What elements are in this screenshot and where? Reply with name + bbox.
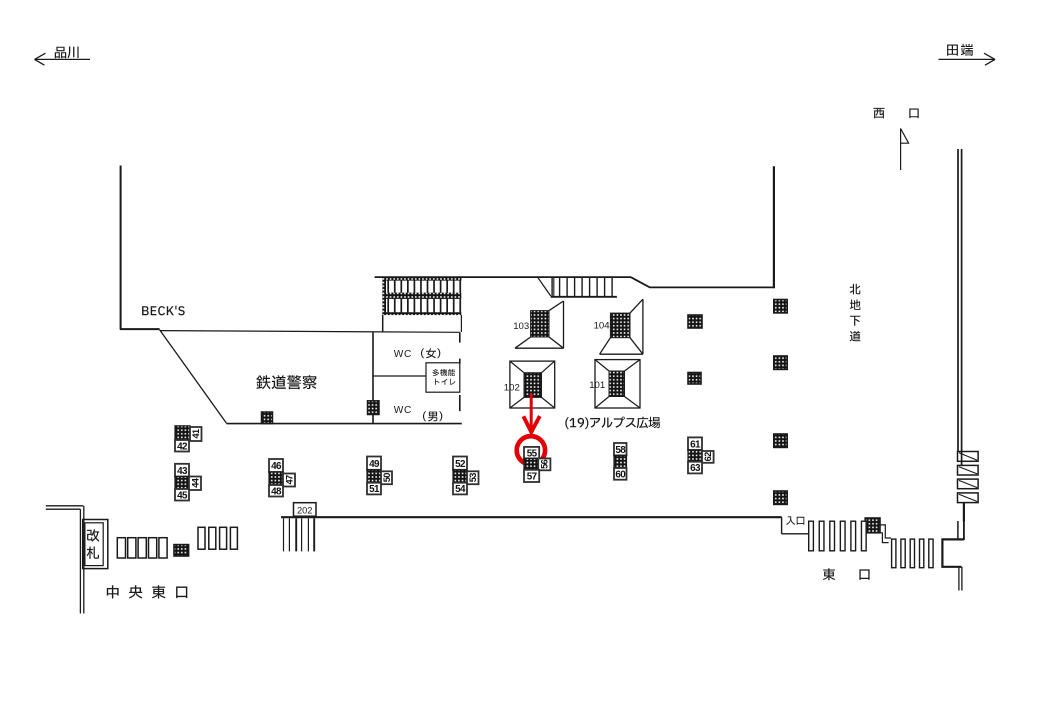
svg-text:61: 61 xyxy=(690,439,701,450)
svg-text:50: 50 xyxy=(382,473,392,483)
svg-text:51: 51 xyxy=(369,484,380,495)
svg-text:55: 55 xyxy=(527,448,538,459)
svg-text:202: 202 xyxy=(297,505,313,515)
svg-text:54: 54 xyxy=(455,484,466,495)
svg-text:102: 102 xyxy=(504,383,520,394)
svg-text:104: 104 xyxy=(594,321,611,332)
svg-text:57: 57 xyxy=(527,472,538,483)
svg-text:53: 53 xyxy=(468,473,478,483)
svg-text:WC: WC xyxy=(394,349,412,360)
svg-text:42: 42 xyxy=(177,441,188,452)
svg-text:62: 62 xyxy=(703,452,713,462)
svg-text:46: 46 xyxy=(271,461,282,472)
svg-text:43: 43 xyxy=(177,466,188,477)
svg-text:56: 56 xyxy=(540,459,550,469)
svg-text:58: 58 xyxy=(615,445,626,456)
svg-text:48: 48 xyxy=(271,486,282,497)
svg-text:41: 41 xyxy=(191,429,201,439)
svg-text:49: 49 xyxy=(369,459,380,470)
svg-text:103: 103 xyxy=(513,321,529,332)
svg-text:47: 47 xyxy=(284,475,294,485)
svg-text:45: 45 xyxy=(177,490,188,501)
svg-text:63: 63 xyxy=(690,463,701,474)
svg-text:52: 52 xyxy=(455,459,466,470)
svg-text:101: 101 xyxy=(589,380,605,391)
svg-text:44: 44 xyxy=(190,477,200,488)
svg-text:WC: WC xyxy=(394,405,412,416)
svg-text:60: 60 xyxy=(615,470,626,481)
